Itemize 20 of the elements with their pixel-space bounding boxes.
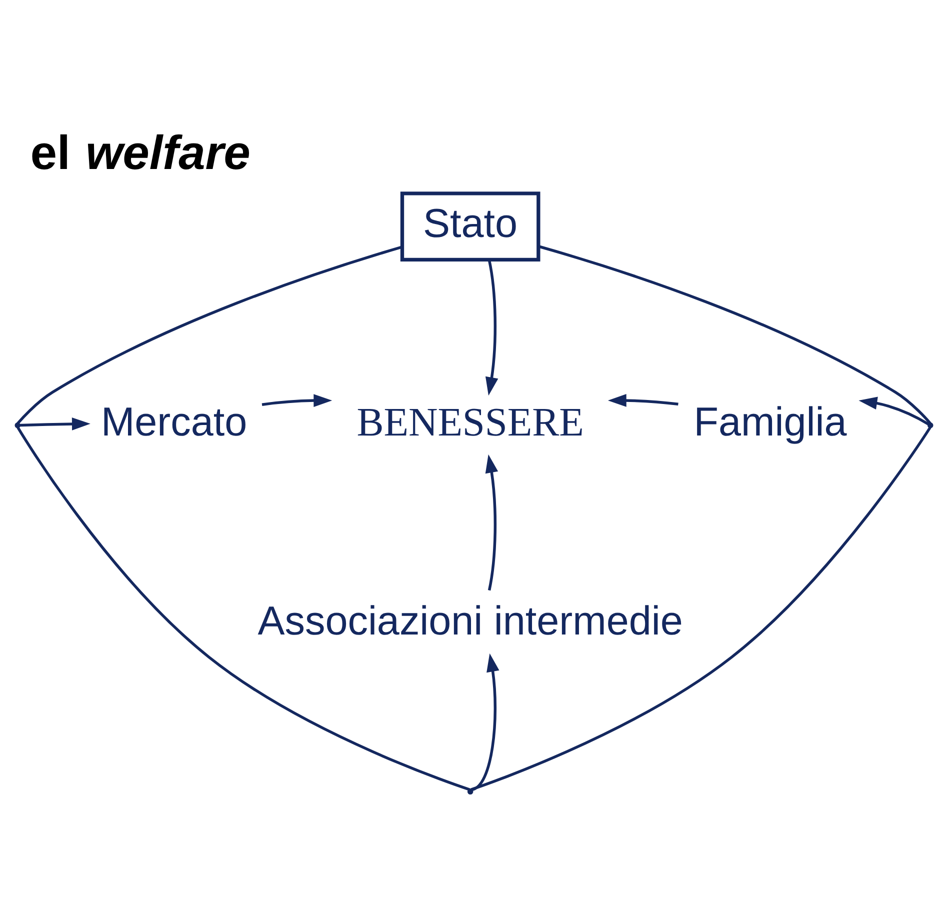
node-text: Associazioni intermedie (258, 596, 683, 643)
node-point (467, 788, 474, 794)
node-box: Stato (400, 191, 540, 262)
arrow (470, 652, 500, 791)
arrow (485, 454, 498, 590)
arrow (485, 258, 498, 396)
connector (16, 245, 402, 424)
arrow (858, 396, 929, 425)
node-text: Mercato (100, 398, 248, 444)
diagram-title: el welfare (30, 126, 250, 180)
arrow (262, 394, 332, 406)
node-text: BENESSERE (356, 399, 584, 444)
node-point (927, 422, 934, 428)
node-point (14, 422, 21, 428)
connector (538, 244, 932, 424)
arrow (20, 417, 90, 430)
connector (470, 426, 932, 790)
node-text: Famiglia (694, 398, 847, 444)
connector (16, 426, 470, 790)
arrow (608, 394, 678, 406)
